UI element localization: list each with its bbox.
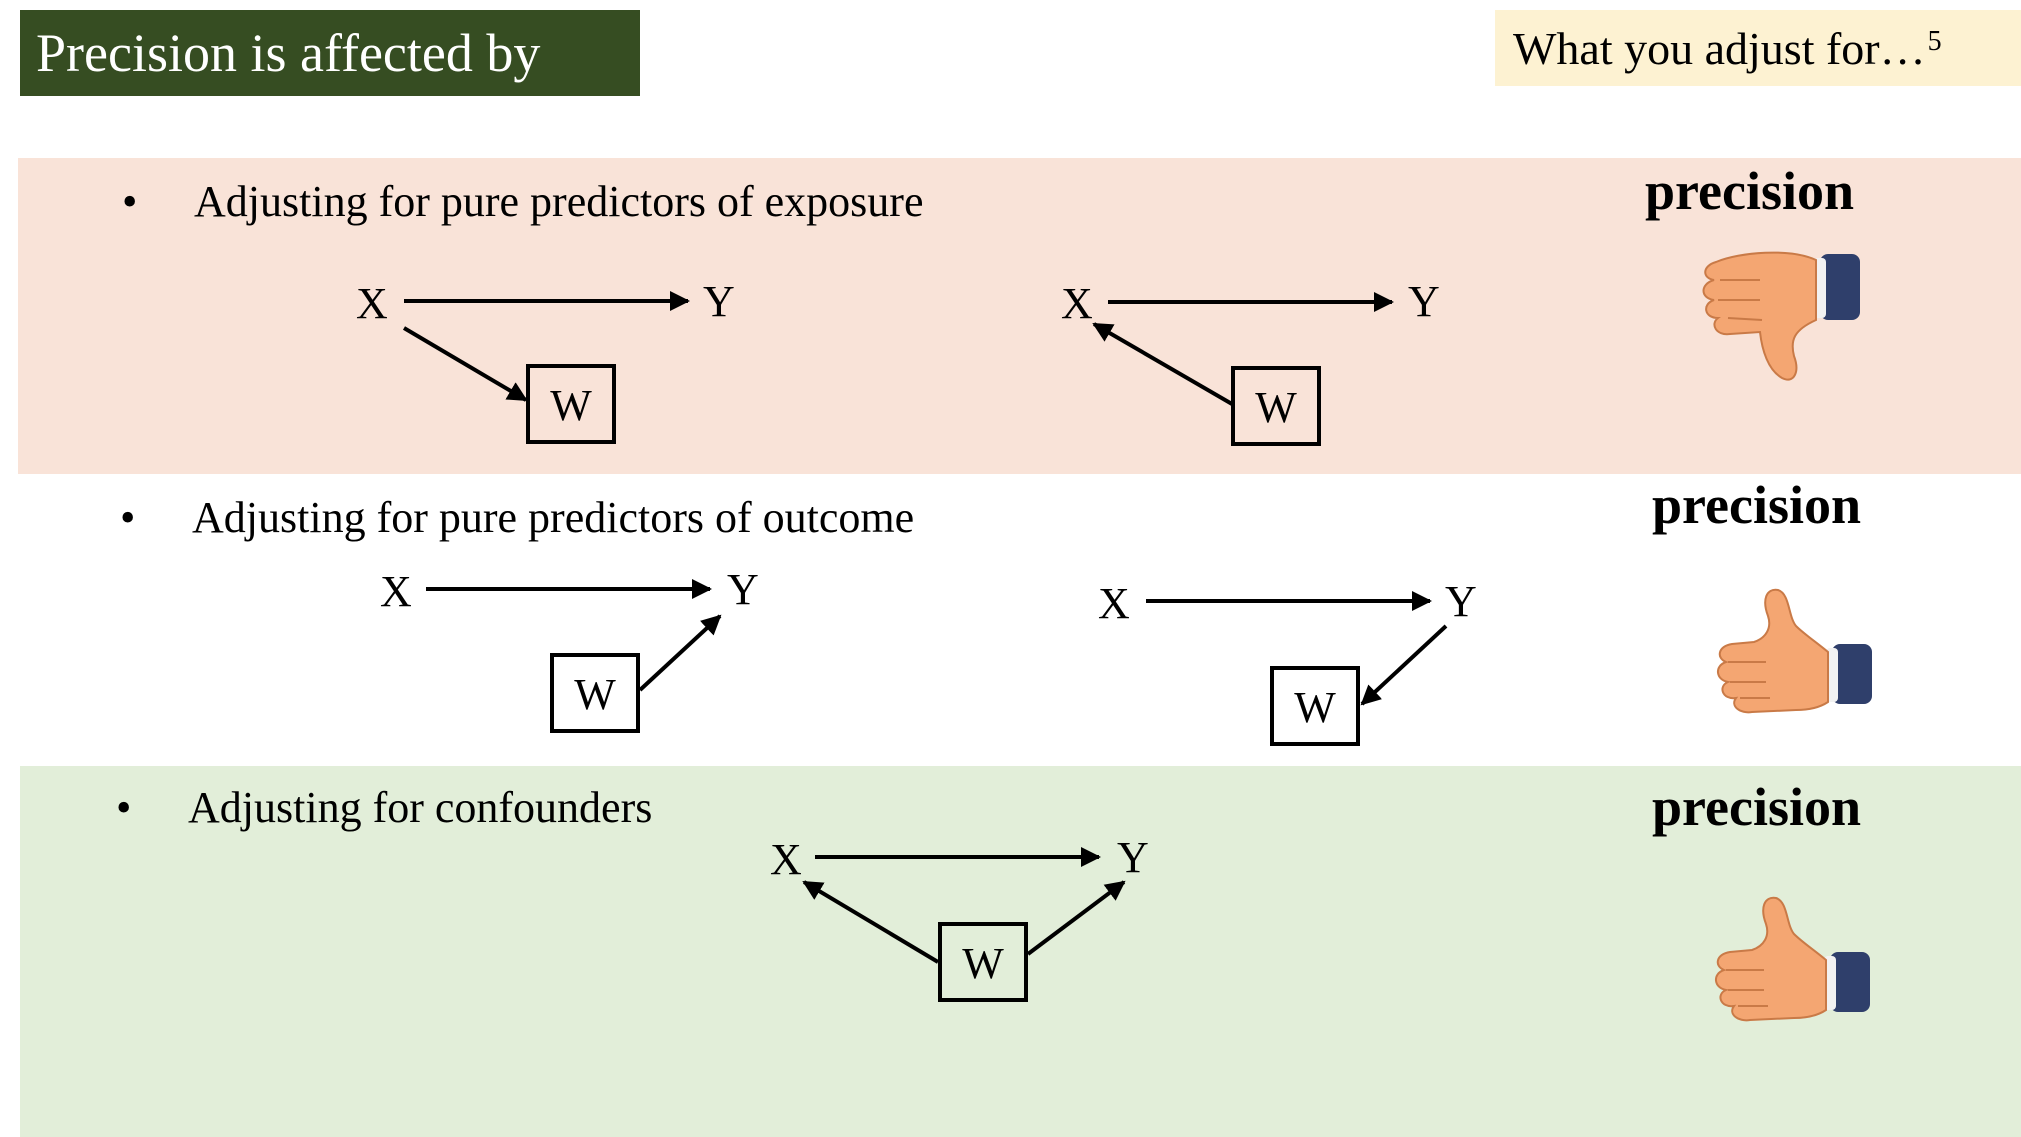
node-w: W bbox=[1294, 683, 1336, 732]
edge-y-to-w bbox=[1360, 624, 1448, 706]
bullet-dot: • bbox=[120, 493, 136, 542]
diagram-outcome-a: X Y W bbox=[380, 565, 759, 733]
bullet-dot: • bbox=[116, 783, 132, 832]
node-w-box bbox=[938, 922, 1028, 1002]
node-w: W bbox=[574, 670, 616, 719]
precision-label-confounders: precision bbox=[1652, 777, 1862, 837]
slide-subtitle: What you adjust for…5 bbox=[1495, 10, 2021, 86]
edge-w-to-y bbox=[638, 614, 722, 692]
node-y: Y bbox=[1117, 833, 1149, 882]
diagram-outcome-b: X Y W bbox=[1098, 577, 1477, 746]
edge-x-to-w bbox=[402, 326, 528, 402]
edge-w-to-x bbox=[1092, 322, 1234, 406]
thumbs-down-icon bbox=[1702, 251, 1860, 381]
node-x: X bbox=[380, 567, 412, 616]
node-x: X bbox=[1061, 279, 1093, 328]
node-w-box bbox=[1231, 366, 1321, 446]
bullet-outcome-predictors: • Adjusting for pure predictors of outcom… bbox=[120, 492, 914, 543]
node-w-box bbox=[1270, 666, 1360, 746]
diagram-confounder: X Y W bbox=[770, 833, 1149, 1002]
bullet-text: Adjusting for pure predictors of exposur… bbox=[194, 177, 924, 226]
node-w: W bbox=[1255, 383, 1297, 432]
node-x: X bbox=[356, 279, 388, 328]
edge-w-to-y bbox=[1026, 880, 1126, 956]
confounders-band bbox=[20, 766, 2021, 1137]
edge-w-to-x bbox=[802, 880, 940, 964]
node-w-box bbox=[550, 653, 640, 733]
footnote-marker: 5 bbox=[1927, 26, 1942, 57]
exposure-predictors-band bbox=[18, 158, 2021, 474]
diagram-exposure-a: X Y W bbox=[356, 277, 735, 444]
precision-label-exposure: precision bbox=[1645, 161, 1855, 221]
node-w-box bbox=[526, 364, 616, 444]
thumbs-up-icon bbox=[1715, 896, 1870, 1022]
node-y: Y bbox=[1445, 577, 1477, 626]
node-w: W bbox=[550, 381, 592, 430]
node-y: Y bbox=[1408, 277, 1440, 326]
node-x: X bbox=[1098, 579, 1130, 628]
bullet-exposure-predictors: • Adjusting for pure predictors of exposu… bbox=[122, 176, 923, 227]
node-y: Y bbox=[727, 565, 759, 614]
node-w: W bbox=[962, 939, 1004, 988]
slide-title-text: Precision is affected by bbox=[36, 23, 541, 83]
slide-subtitle-text: What you adjust for… bbox=[1513, 22, 1926, 74]
bullet-confounders: • Adjusting for confounders bbox=[116, 782, 652, 833]
node-y: Y bbox=[703, 277, 735, 326]
bullet-text: Adjusting for confounders bbox=[188, 783, 653, 832]
bullet-text: Adjusting for pure predictors of outcome bbox=[192, 493, 915, 542]
thumbs-up-icon bbox=[1717, 588, 1872, 714]
node-x: X bbox=[770, 835, 802, 884]
precision-label-outcome: precision bbox=[1652, 475, 1862, 535]
slide-title: Precision is affected by bbox=[20, 10, 640, 96]
bullet-dot: • bbox=[122, 177, 138, 226]
diagram-exposure-b: X Y W bbox=[1061, 277, 1440, 446]
